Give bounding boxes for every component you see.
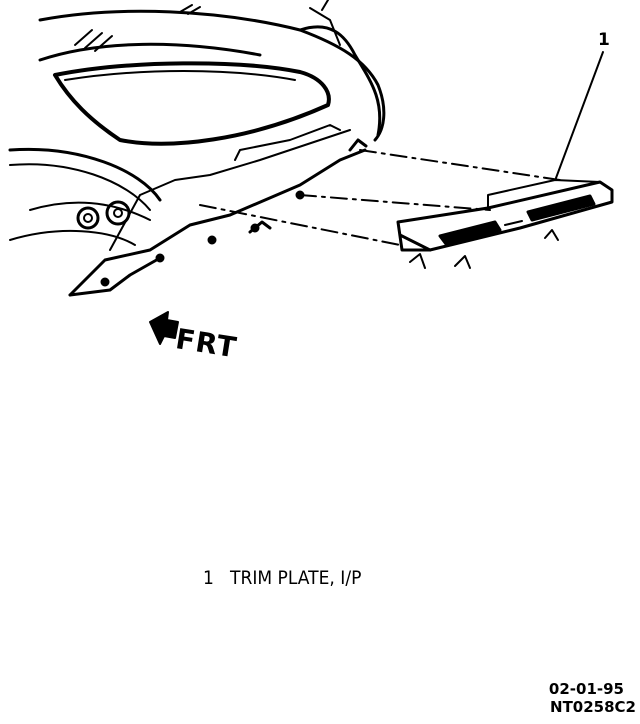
- legend-item-text: TRIM PLATE, I/P: [230, 567, 362, 589]
- date-code: 02-01-95: [548, 680, 624, 698]
- callout-number: 1: [598, 30, 610, 50]
- front-arrow-icon: [149, 311, 179, 345]
- legend-item-number: 1: [203, 567, 214, 589]
- callout-leader: [555, 51, 604, 179]
- alignment-lines: [199, 149, 561, 246]
- legend-item: 1 TRIM PLATE, I/P: [203, 567, 361, 589]
- instrument-panel: [8, 0, 386, 297]
- figure-id: NT0258C2: [550, 698, 636, 716]
- trim-plate: [396, 179, 614, 269]
